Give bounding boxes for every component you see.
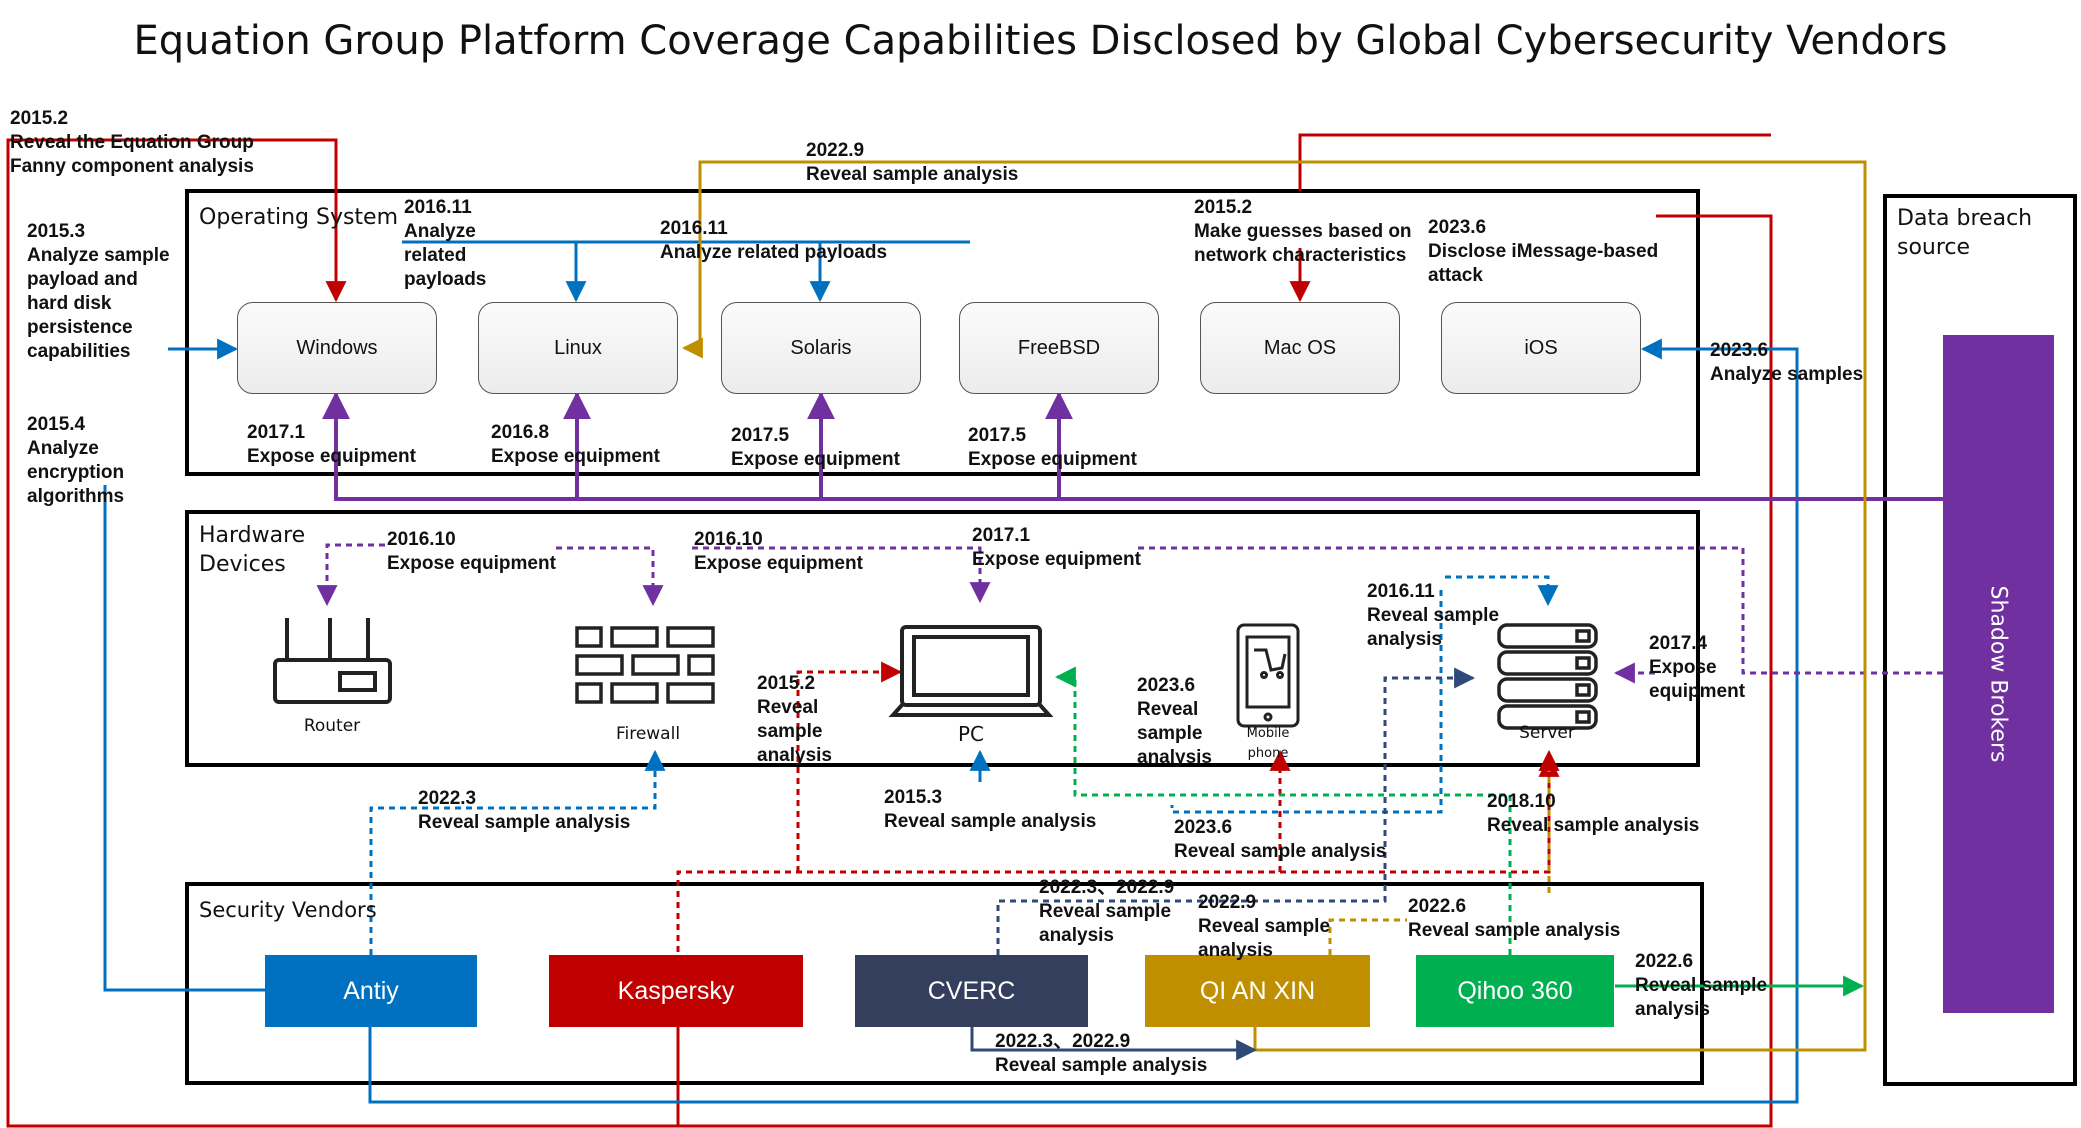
annotation-label: 2015.4 Analyze encryption algorithms: [27, 414, 125, 507]
page-title: Equation Group Platform Coverage Capabil…: [133, 18, 1948, 64]
kaspersky-links: [6, 133, 1773, 1128]
shadow-dashed-links: [316, 543, 1943, 684]
qihoo-dashed-links: [1054, 666, 1512, 955]
annotation-label: 2022.6 Reveal sample analysis: [1408, 896, 1621, 941]
annotation-label: 2016.11 Analyze related payloads: [404, 197, 487, 290]
device-label-server: Server: [1519, 723, 1575, 743]
os-node-solaris: Solaris: [721, 302, 921, 394]
device-label-firewall: Firewall: [615, 724, 681, 744]
annotation-label: 2017.5 Expose equipment: [968, 425, 1137, 470]
vendor-kaspersky: Kaspersky: [549, 955, 803, 1027]
annotation-label: 2023.6 Reveal sample analysis: [1137, 675, 1212, 768]
annotation-label: 2022.3 Reveal sample analysis: [418, 788, 631, 833]
annotation-label: 2015.3 Reveal sample analysis: [884, 787, 1097, 832]
vendor-cverc: CVERC: [855, 955, 1088, 1027]
os-frame: [185, 189, 1700, 476]
annotation-label: 2016.11 Reveal sample analysis: [1367, 581, 1500, 650]
device-label-mobile-phone: Mobile phone: [1246, 726, 1290, 761]
shadow-brokers-label: Shadow Brokers: [1985, 585, 2011, 763]
mobile-phone-icon: [1236, 623, 1300, 728]
source-frame: [1883, 194, 2077, 1086]
vendor-qihoo-360: Qihoo 360: [1416, 955, 1614, 1027]
annotation-label: 2022.6 Reveal sample analysis: [1635, 951, 1768, 1020]
shadow-brokers-bar: Shadow Brokers: [1943, 335, 2054, 1013]
cverc-dashed-links: [996, 667, 1476, 955]
annotation-label: 2022.3、2022.9 Reveal sample analysis: [995, 1031, 1208, 1076]
annotation-label: 2016.10 Expose equipment: [387, 529, 556, 574]
qianxin-dashed-links: [1328, 749, 1560, 955]
antiy-dashed-links: [369, 575, 1559, 955]
server-icon: [1497, 623, 1598, 730]
hardware-frame: [185, 510, 1700, 767]
annotation-label: 2015.2 Make guesses based on network cha…: [1194, 197, 1412, 266]
antiy-links: [103, 240, 1799, 1104]
annotation-label: 2022.3、2022.9 Reveal sample analysis: [1039, 877, 1175, 946]
annotation-label: 2016.8 Expose equipment: [491, 422, 660, 467]
annotation-label: 2015.2 Reveal sample analysis: [757, 673, 832, 766]
annotation-label: 2015.2 Reveal the Equation Group Fanny c…: [10, 108, 254, 177]
annotation-label: 2018.10 Reveal sample analysis: [1487, 791, 1700, 836]
annotation-label: 2023.6 Disclose iMessage-based attack: [1428, 217, 1659, 286]
annotation-label: 2017.4 Expose equipment: [1649, 633, 1746, 702]
vendors-section-label: Security Vendors: [199, 898, 377, 922]
kaspersky-dashed-links: [676, 661, 1560, 952]
os-node-macos: Mac OS: [1200, 302, 1400, 394]
annotation-label: 2017.1 Expose equipment: [247, 422, 416, 467]
router-icon: [273, 618, 392, 704]
pc-icon: [888, 625, 1054, 717]
vendors-frame: [185, 882, 1704, 1085]
vendor-antiy: Antiy: [265, 955, 477, 1027]
vendor-qianxin: QI AN XIN: [1145, 955, 1370, 1027]
annotation-label: 2016.11 Analyze related payloads: [660, 218, 888, 263]
os-node-ios: iOS: [1441, 302, 1641, 394]
annotation-label: 2016.10 Expose equipment: [694, 529, 863, 574]
os-node-windows: Windows: [237, 302, 437, 394]
shadow-links: [322, 391, 1943, 501]
device-label-pc: PC: [957, 722, 985, 746]
annotation-label: 2017.1 Expose equipment: [972, 525, 1141, 570]
device-label-router: Router: [303, 716, 361, 736]
hardware-section-label: Hardware Devices: [199, 523, 306, 577]
os-node-linux: Linux: [478, 302, 678, 394]
source-section-label: Data breach source: [1897, 206, 2033, 260]
os-node-freebsd: FreeBSD: [959, 302, 1159, 394]
cverc-links: [970, 1027, 1258, 1061]
annotation-label: 2022.9 Reveal sample analysis: [1198, 892, 1331, 961]
firewall-icon: [575, 626, 715, 704]
annotation-label: 2023.6 Analyze samples: [1710, 340, 1864, 385]
annotation-label: 2015.3 Analyze sample payload and hard d…: [27, 221, 170, 362]
annotation-label: 2017.5 Expose equipment: [731, 425, 900, 470]
os-section-label: Operating System: [199, 205, 399, 230]
annotation-label: 2023.6 Reveal sample analysis: [1174, 817, 1387, 862]
annotation-label: 2022.9 Reveal sample analysis: [806, 140, 1019, 185]
